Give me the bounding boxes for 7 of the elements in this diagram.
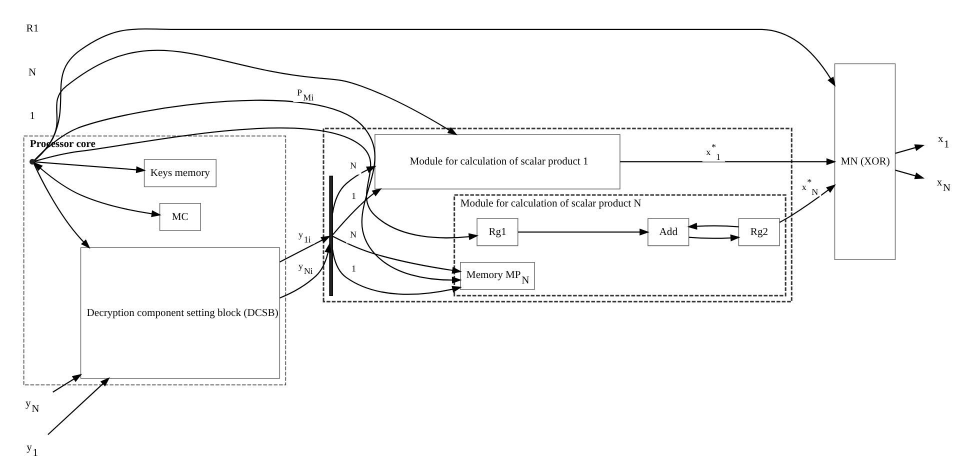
edge-label: N xyxy=(350,228,357,239)
label: N xyxy=(28,66,36,78)
edge-label: N xyxy=(350,160,357,170)
label: 1 xyxy=(30,110,35,122)
label: R1 xyxy=(26,22,39,34)
edge-label: 1 xyxy=(351,262,356,273)
edge-label: 1 xyxy=(351,190,356,200)
